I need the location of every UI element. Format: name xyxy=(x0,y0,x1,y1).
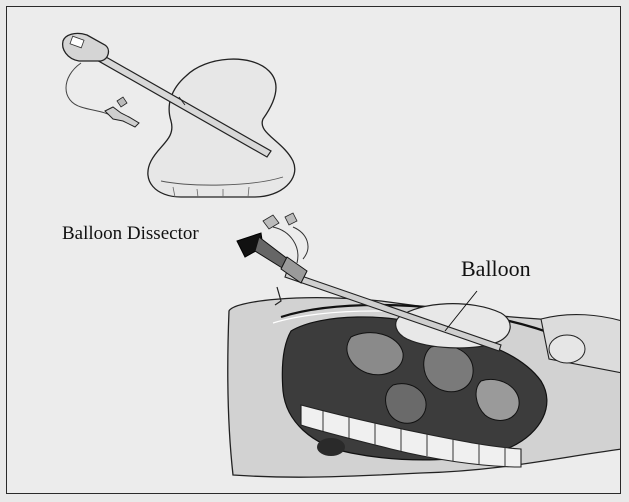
balloon-label: Balloon xyxy=(461,256,531,282)
inflated-balloon xyxy=(396,304,510,348)
abdominal-cross-section-icon xyxy=(228,213,621,477)
figure-frame: Balloon Dissector Balloon xyxy=(6,6,621,494)
balloon-dissector-device-icon xyxy=(7,7,621,494)
dissector-handle xyxy=(63,33,109,61)
balloon-dissector-label: Balloon Dissector xyxy=(62,223,199,245)
